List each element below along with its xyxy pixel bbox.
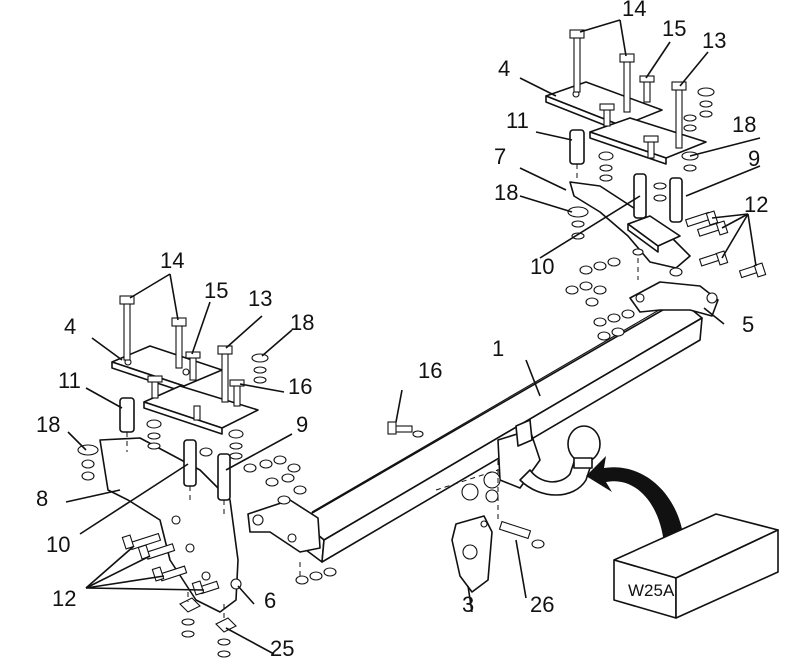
label-26: 26 [530,592,554,617]
label-10-left: 10 [46,532,70,557]
label-15-left: 15 [204,278,228,303]
label-18-left-high: 18 [290,310,314,335]
label-18-right-high: 18 [732,112,756,137]
label-14-right: 14 [622,0,646,21]
label-3: 3 [462,592,474,617]
label-12-right: 12 [744,192,768,217]
label-11-right: 11 [506,108,529,133]
label-13-left: 13 [248,286,272,311]
left-bolts [119,295,245,421]
label-12-left: 12 [52,586,76,611]
label-13-right: 13 [702,28,726,53]
label-11-left: 11 [58,368,81,393]
label-15-right: 15 [662,16,686,41]
part-labels: 1 3 4 4 5 6 7 8 9 9 10 10 11 11 12 12 13… [36,0,768,661]
center-bolt-16 [387,421,424,438]
main-crossbar [297,291,703,563]
label-16-left: 16 [288,374,312,399]
right-end-bracket [629,281,719,317]
right-bolts-12 [684,210,767,279]
label-1: 1 [492,336,504,361]
tow-ball-assembly [435,419,601,520]
left-mid-plate [143,385,259,435]
label-9-right: 9 [748,146,760,171]
spring-bolt [498,520,545,549]
label-4-right: 4 [498,56,510,81]
box-label: W25A [628,581,675,600]
label-18-left-low: 18 [36,412,60,437]
label-6: 6 [264,588,276,613]
label-7: 7 [494,144,506,169]
direction-arrow [586,456,684,544]
right-bolts [569,29,687,159]
label-25: 25 [270,636,294,661]
left-bolts-12 [121,532,220,596]
label-5: 5 [742,312,754,337]
leader-lines [65,19,761,655]
label-10-right: 10 [530,254,554,279]
label-4-left: 4 [64,314,76,339]
left-end-bracket [247,499,321,553]
left-side-plate [99,437,242,613]
left-spacers [119,397,231,518]
label-18-right-low: 18 [494,180,518,205]
label-9-left: 9 [296,412,308,437]
socket-plate [451,515,493,593]
label-14-left: 14 [160,248,184,273]
label-8: 8 [36,486,48,511]
w25a-box: W25A [613,513,779,619]
left-washers-nuts [77,353,337,585]
left-bottom-washers [179,592,237,658]
label-16-center: 16 [418,358,442,383]
